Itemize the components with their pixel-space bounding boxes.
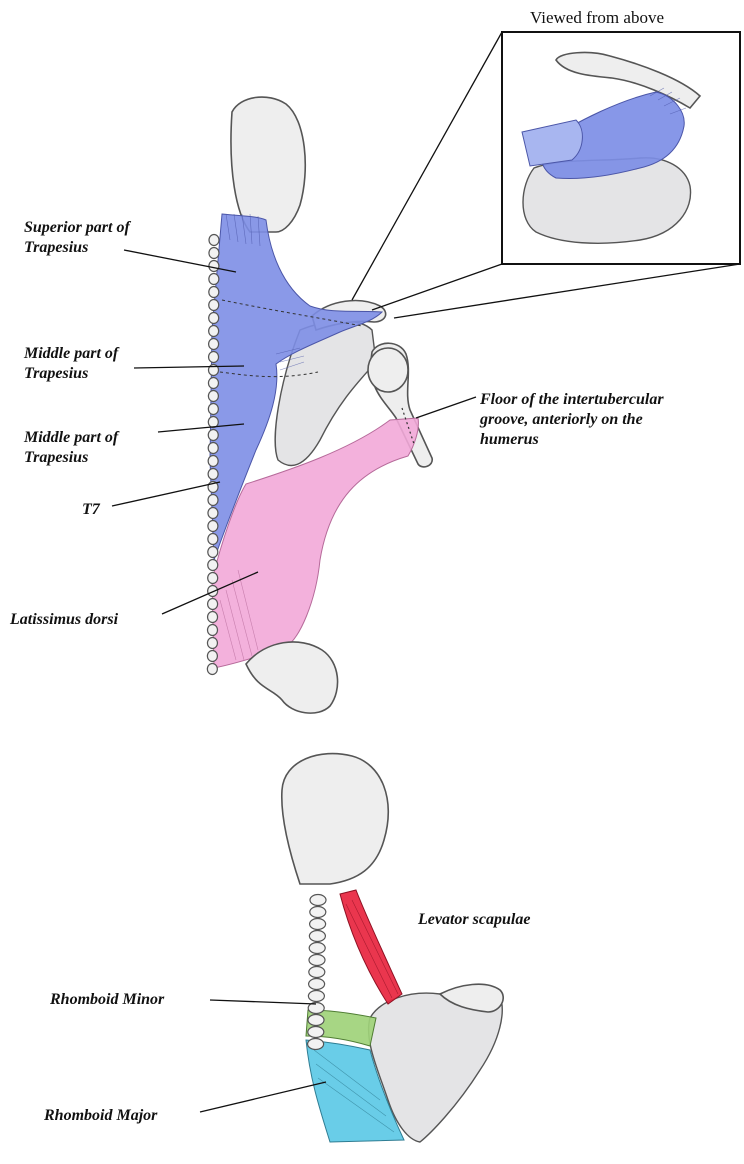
spinous-process (208, 599, 218, 610)
spinous-process (209, 274, 219, 285)
inset-line-1 (352, 32, 502, 300)
spinous-process (208, 495, 218, 506)
spinous-process (209, 339, 219, 350)
spinous-process (208, 378, 218, 389)
label-intertubercular: Floor of the intertubercular groove, ant… (480, 390, 664, 450)
label-middle-trapesius-2-line2: Trapesius (24, 448, 118, 468)
head-top (231, 97, 305, 232)
spinous-process (308, 1027, 324, 1038)
spinous-process (208, 625, 218, 636)
label-superior-trapesius-line2: Trapesius (24, 238, 130, 258)
spinous-process (309, 943, 325, 954)
spinous-process (207, 651, 217, 662)
leader-rhomboid-minor (210, 1000, 316, 1004)
inset-line-3 (394, 264, 740, 318)
label-latissimus-dorsi: Latissimus dorsi (10, 610, 118, 630)
label-levator-scapulae: Levator scapulae (418, 910, 530, 930)
spinous-process (209, 300, 219, 311)
leader-t7 (112, 482, 220, 506)
label-intertubercular-line3: humerus (480, 430, 664, 450)
label-middle-trapesius-1-line1: Middle part of (24, 344, 118, 364)
spinous-process (208, 612, 218, 623)
spinous-process (209, 326, 219, 337)
spinous-process (207, 638, 217, 649)
humeral-head (368, 348, 408, 392)
spinous-process (309, 967, 325, 978)
spinous-process (208, 404, 218, 415)
spinous-process (208, 521, 218, 532)
spinous-process (308, 1039, 324, 1050)
spinous-process (208, 560, 218, 571)
spinous-process (208, 573, 218, 584)
spinous-process (208, 391, 218, 402)
spinous-process (209, 313, 219, 324)
label-middle-trapesius-1-line2: Trapesius (24, 364, 118, 384)
spinous-process (308, 991, 324, 1002)
spinous-process (208, 508, 218, 519)
spinous-process (208, 534, 218, 545)
inset-line-2 (372, 264, 502, 310)
head-bottom (282, 754, 389, 884)
spinous-process (310, 895, 326, 906)
spinous-process (310, 907, 326, 918)
spinous-process (208, 430, 218, 441)
spinous-process (207, 664, 217, 675)
spinous-process (209, 352, 219, 363)
spinous-process (208, 469, 218, 480)
spinous-process (209, 248, 219, 259)
spinous-process (209, 261, 219, 272)
label-superior-trapesius: Superior part of Trapesius (24, 218, 130, 258)
label-t7: T7 (82, 500, 100, 520)
spinous-process (309, 931, 325, 942)
spinous-process (310, 919, 326, 930)
spinous-process (308, 1015, 324, 1026)
iliac-crest (246, 642, 338, 713)
label-middle-trapesius-2: Middle part of Trapesius (24, 428, 118, 468)
spinous-process (309, 955, 325, 966)
spinous-process (208, 547, 218, 558)
spinous-process (208, 443, 218, 454)
label-middle-trapesius-1: Middle part of Trapesius (24, 344, 118, 384)
label-middle-trapesius-2-line1: Middle part of (24, 428, 118, 448)
spinous-process (209, 235, 219, 246)
label-intertubercular-line1: Floor of the intertubercular (480, 390, 664, 410)
label-intertubercular-line2: groove, anteriorly on the (480, 410, 664, 430)
spinous-process (208, 417, 218, 428)
spinous-process (208, 456, 218, 467)
leader-intertubercular (416, 397, 476, 418)
label-rhomboid-minor: Rhomboid Minor (50, 990, 164, 1010)
levator-scapulae-muscle (340, 890, 402, 1004)
inset-title: Viewed from above (530, 8, 664, 28)
label-rhomboid-major: Rhomboid Major (44, 1106, 157, 1126)
leader-rhomboid-major (200, 1082, 326, 1112)
label-superior-trapesius-line1: Superior part of (24, 218, 130, 238)
spinous-process (209, 287, 219, 298)
spinous-process (309, 979, 325, 990)
